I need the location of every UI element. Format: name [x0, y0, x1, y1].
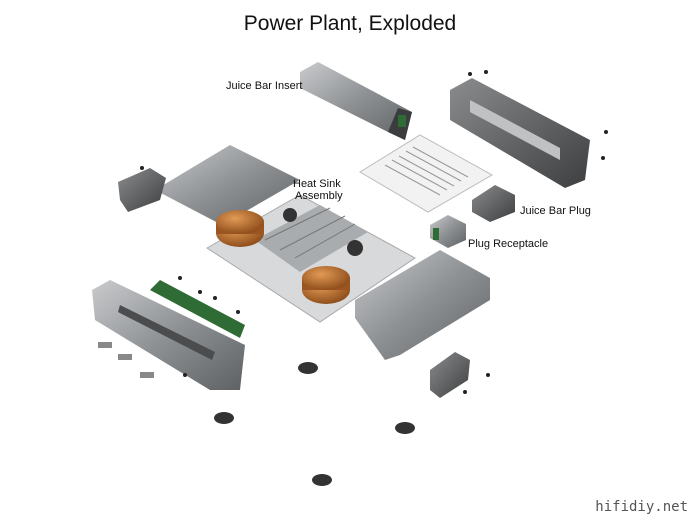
rear-frame-part	[450, 78, 590, 188]
vent-cover-part	[359, 134, 494, 213]
display-pcb-part	[150, 280, 245, 338]
left-bracket-part	[118, 168, 166, 212]
page-title: Power Plant, Exploded	[243, 12, 457, 35]
label-plug-receptacle: Plug Receptacle	[468, 238, 549, 250]
label-heat-sink-line2: Assembly	[295, 190, 343, 202]
plug-receptacle-part	[430, 215, 466, 248]
label-juice-bar-insert: Juice Bar Insert	[226, 80, 303, 92]
label-juice-bar-plug: Juice Bar Plug	[520, 205, 591, 217]
front-panel-part	[92, 280, 245, 390]
left-cover-part	[155, 145, 300, 225]
label-heat-sink-line1: Heat Sink	[293, 178, 341, 190]
juice-bar-plug-part	[472, 185, 515, 222]
feet-part	[214, 362, 415, 486]
buttons-part	[98, 342, 154, 378]
heat-sink-assembly-part	[206, 194, 416, 323]
juice-bar-insert-part	[300, 62, 412, 140]
right-cover-part	[355, 250, 490, 360]
right-bracket-part	[430, 352, 470, 398]
watermark: hifidiy.net	[595, 499, 688, 515]
screws	[140, 70, 608, 394]
